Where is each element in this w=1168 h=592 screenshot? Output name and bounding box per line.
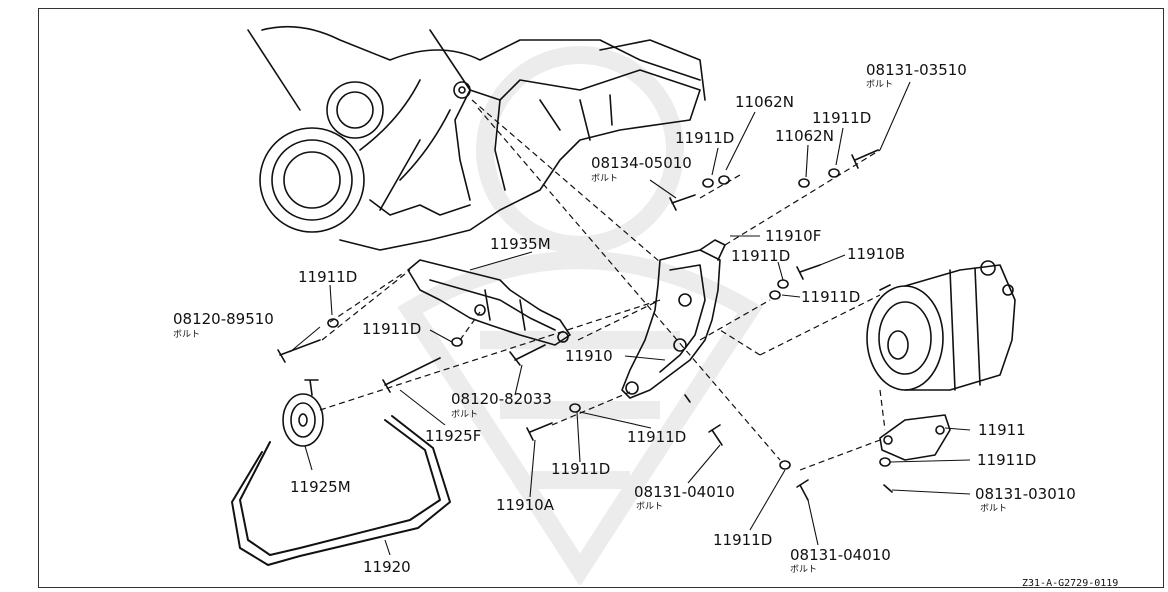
engine-block xyxy=(247,25,706,251)
callout-08120-82033-sub: ボルト xyxy=(451,410,479,420)
callout-08131-03010-sub: ボルト xyxy=(980,504,1008,514)
callout-11911D-f: 11911D xyxy=(362,320,422,338)
callout-08120-82033: 08120-82033 xyxy=(451,390,552,408)
drive-belt xyxy=(231,415,451,566)
callout-08131-04010-a-sub: ボルト xyxy=(636,502,664,512)
callout-08120-89510: 08120-89510 xyxy=(173,310,274,328)
bracket-11935M xyxy=(407,259,571,346)
callout-11911D-j: 11911D xyxy=(713,531,773,549)
callout-11911D-d: 11911D xyxy=(298,268,358,286)
callout-11911D-c: 11911D xyxy=(731,247,791,265)
callout-11910A: 11910A xyxy=(496,496,554,514)
callout-11910: 11910 xyxy=(565,347,613,365)
callout-11911D-h: 11911D xyxy=(977,451,1037,469)
idler-pulley xyxy=(282,379,324,447)
callout-11911D-a: 11911D xyxy=(675,129,735,147)
bracket-11910 xyxy=(621,239,726,399)
callout-11925F: 11925F xyxy=(425,427,482,445)
callout-11911: 11911 xyxy=(978,421,1026,439)
diagram-frame xyxy=(38,8,1164,588)
callout-11911D-b: 11911D xyxy=(812,109,872,127)
callout-08131-04010-b: 08131-04010 xyxy=(790,546,891,564)
callout-08131-03010: 08131-03010 xyxy=(975,485,1076,503)
callout-11920: 11920 xyxy=(363,558,411,576)
callout-08120-89510-sub: ボルト xyxy=(173,330,201,340)
callout-11935M: 11935M xyxy=(490,235,551,253)
callout-11910F: 11910F xyxy=(765,227,822,245)
ac-compressor xyxy=(866,260,1016,391)
bolts xyxy=(277,149,893,501)
drawing-code: Z31-A-G2729-0119 xyxy=(1022,578,1119,589)
callout-11910B: 11910B xyxy=(847,245,906,263)
callout-11062N-a: 11062N xyxy=(735,93,794,111)
bracket-11911 xyxy=(879,414,951,461)
callout-08131-03510-sub: ボルト xyxy=(866,80,894,90)
callout-11062N-b: 11062N xyxy=(775,127,834,145)
leader-lines xyxy=(289,81,971,556)
callout-08131-04010-b-sub: ボルト xyxy=(790,565,818,575)
callout-11911D-g: 11911D xyxy=(627,428,687,446)
callout-11925M: 11925M xyxy=(290,478,351,496)
callout-11911D-e: 11911D xyxy=(801,288,861,306)
callout-08131-04010-a: 08131-04010 xyxy=(634,483,735,501)
callout-11911D-i: 11911D xyxy=(551,460,611,478)
callout-08134-05010-sub: ボルト xyxy=(591,174,619,184)
assembly-lines xyxy=(319,99,886,471)
callout-08134-05010: 08134-05010 xyxy=(591,154,692,172)
callout-08131-03510: 08131-03510 xyxy=(866,61,967,79)
washers xyxy=(327,168,891,470)
